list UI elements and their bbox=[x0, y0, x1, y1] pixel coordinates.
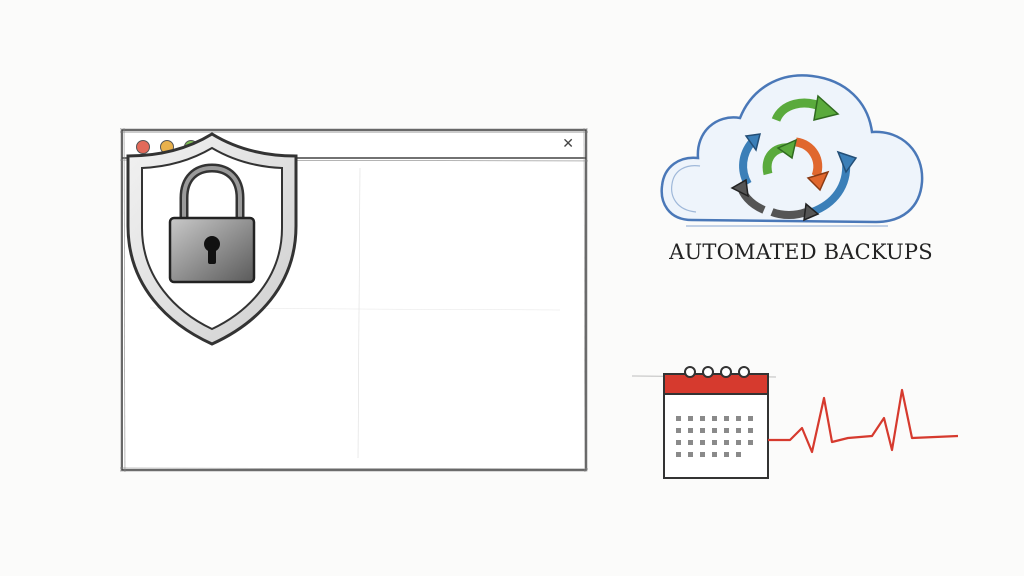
window-close-dot[interactable] bbox=[136, 140, 150, 154]
browser-window: ✕ bbox=[120, 128, 588, 472]
heartbeat-icon bbox=[768, 388, 958, 454]
shield-lock-icon bbox=[126, 132, 298, 346]
cloud-sync-icon bbox=[660, 74, 924, 227]
close-icon[interactable]: ✕ bbox=[562, 136, 574, 152]
automated-backups-label: AUTOMATED BACKUPS bbox=[669, 240, 933, 264]
calendar-icon bbox=[632, 366, 777, 479]
